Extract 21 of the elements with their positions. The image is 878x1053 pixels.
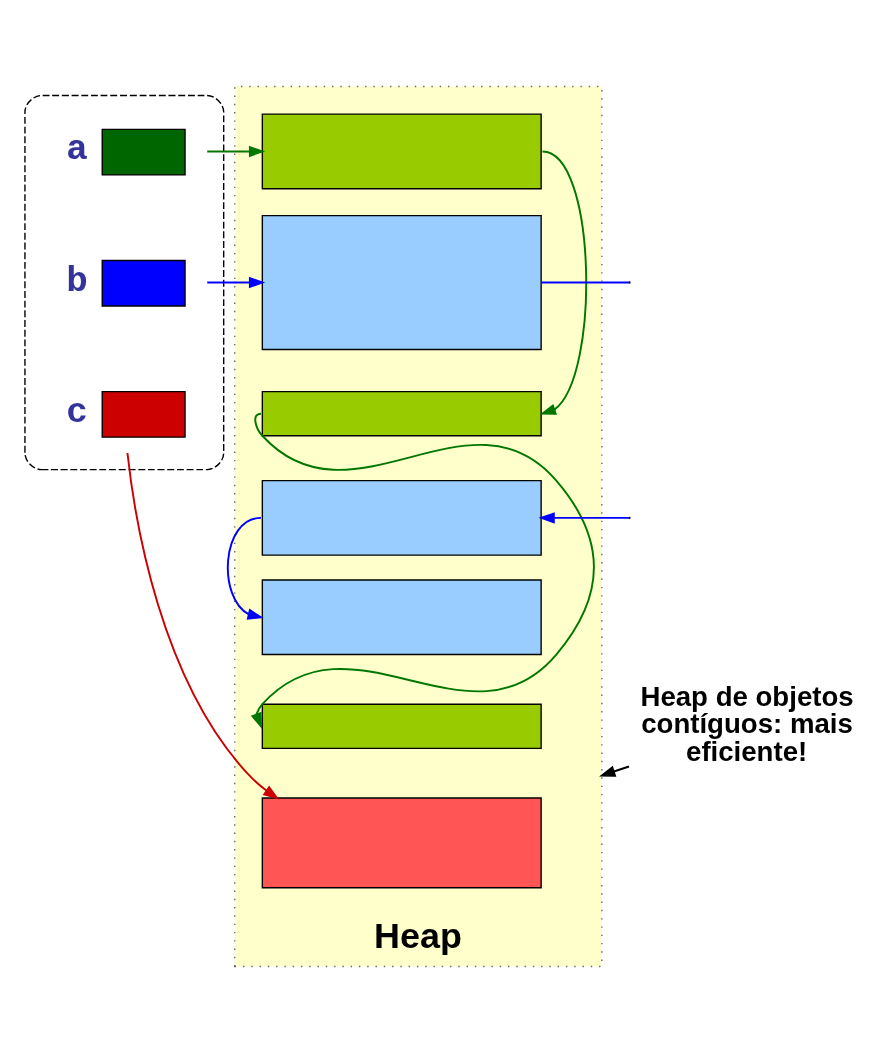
arrow [226,516,264,620]
node-box [261,479,542,556]
arrow [206,145,266,158]
node-text: Heap de objetos contíguos: mais eficiente! [640,680,854,767]
node-box [261,113,542,190]
cluster: Heap [234,85,603,968]
node-box [261,214,542,351]
arrow [599,765,630,777]
arrow [126,452,280,800]
cluster [24,94,225,471]
node-box [261,703,542,750]
node-box [261,390,542,437]
node-label: b [66,260,88,302]
node-label: c [66,391,88,433]
connector [540,281,630,284]
arrow [539,150,587,415]
node-box [261,797,542,889]
arrow [538,512,630,524]
arrow [206,276,266,289]
node-label: a [66,129,88,171]
node-box [261,579,542,656]
